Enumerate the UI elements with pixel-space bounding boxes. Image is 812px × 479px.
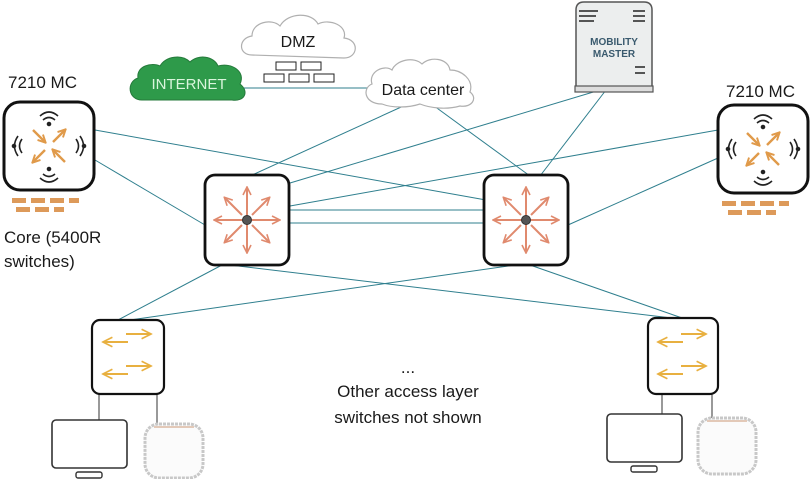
link-coreleft-access-left	[117, 264, 223, 321]
mc-left-frame	[2, 100, 96, 192]
link-mcleft-core-right	[94, 129, 487, 201]
workstation-right[interactable]	[606, 413, 683, 473]
internet-cloud[interactable]	[129, 56, 246, 101]
link-mcright-core-left	[289, 129, 719, 207]
internet-cloud-shape	[129, 56, 246, 101]
link-mcleft-core-left	[94, 159, 206, 226]
server-body	[575, 1, 653, 89]
core-switch-right[interactable]	[482, 173, 570, 267]
switch-arrows-icon	[104, 334, 150, 374]
wifi-signal-icon	[11, 111, 87, 183]
mobility-master-server[interactable]	[574, 1, 654, 93]
link-mm-core-right	[539, 89, 607, 177]
brick-row-icon	[12, 198, 79, 212]
router-arrows-icon	[494, 188, 558, 252]
access-point-icon	[696, 416, 758, 476]
links-layer	[94, 87, 719, 424]
access-left-frame	[90, 318, 166, 396]
server-base	[574, 85, 654, 93]
monitor-stand	[75, 471, 103, 479]
link-mcright-core-right	[567, 157, 719, 226]
mc-left-label: 7210 MC	[8, 73, 77, 92]
note-line2: switches not shown	[334, 408, 482, 427]
router-hub-dot	[521, 215, 531, 225]
dmz-cloud-shape	[240, 14, 356, 59]
mobility-master-label-2: MASTER	[593, 49, 636, 60]
monitor-stand	[630, 465, 658, 473]
access-switch-left[interactable]	[90, 318, 166, 396]
core-caption-line1: Core (5400R	[4, 228, 102, 247]
link-datacenter-core-left	[249, 102, 411, 177]
mc-arrows-icon	[747, 133, 779, 165]
link-coreright-access-left	[129, 264, 516, 321]
mc-right-label: 7210 MC	[726, 82, 795, 101]
note-line1: Other access layer	[337, 382, 479, 401]
mobility-controller-left[interactable]	[2, 100, 96, 212]
dmz-cloud[interactable]	[240, 14, 356, 59]
access-point-icon	[143, 422, 205, 479]
link-coreleft-access-right	[229, 264, 681, 320]
mobility-master-label-1: MOBILITY	[590, 37, 638, 48]
server-vent-lines	[579, 10, 645, 74]
monitor-icon	[51, 419, 128, 469]
workstation-left[interactable]	[51, 419, 128, 479]
brick-row-icon	[722, 201, 789, 215]
core-switch-left[interactable]	[203, 173, 291, 267]
mc-arrows-icon	[33, 130, 65, 162]
router-arrows-icon	[215, 188, 279, 252]
access-point-left[interactable]	[143, 422, 205, 479]
link-mm-core-left	[289, 89, 601, 184]
data-center-label: Data center	[382, 82, 465, 99]
data-center-cloud[interactable]	[365, 58, 475, 109]
access-point-right[interactable]	[696, 416, 758, 476]
mobility-controller-right[interactable]	[716, 103, 810, 215]
internet-label: INTERNET	[152, 76, 227, 93]
switch-arrows-icon	[659, 334, 705, 374]
data-center-cloud-shape	[365, 58, 475, 109]
ellipsis-label: ...	[400, 358, 416, 377]
link-datacenter-core-right	[429, 102, 531, 177]
wifi-signal-icon	[725, 114, 801, 186]
dmz-label: DMZ	[281, 34, 316, 51]
access-right-frame	[646, 316, 720, 396]
core-caption-line2: switches)	[4, 252, 75, 271]
link-coreright-access-right	[529, 264, 686, 320]
firewall-icon	[263, 61, 335, 83]
mc-right-frame	[716, 103, 810, 195]
access-switch-right[interactable]	[646, 316, 720, 396]
monitor-icon	[606, 413, 683, 463]
router-hub-dot	[242, 215, 252, 225]
